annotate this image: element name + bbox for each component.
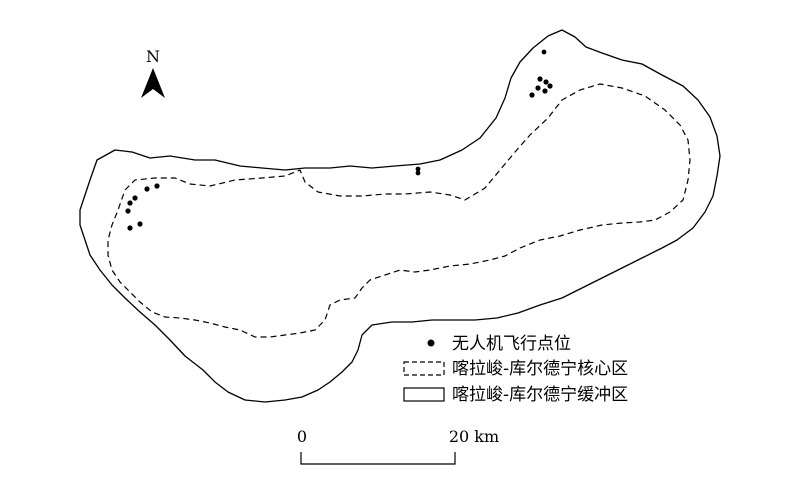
north-label: N [146, 47, 160, 66]
legend: 无人机飞行点位 喀拉峻-库尔德宁核心区 喀拉峻-库尔德宁缓冲区 [403, 334, 628, 405]
uav-point [125, 208, 131, 214]
dashed-rect-icon [403, 361, 445, 376]
uav-point [541, 49, 547, 55]
scale-start-label: 0 [297, 427, 307, 446]
core-zone-boundary [107, 83, 691, 338]
solid-rect-icon [403, 387, 445, 402]
uav-point [535, 85, 541, 91]
uav-points-center [415, 166, 421, 176]
legend-label-uav-points: 无人机飞行点位 [452, 334, 571, 354]
uav-point [127, 225, 133, 231]
dot-icon [427, 339, 435, 347]
north-arrow: N [141, 47, 165, 98]
uav-point [543, 79, 549, 85]
uav-point [144, 186, 150, 192]
uav-point [415, 166, 421, 172]
uav-point [547, 83, 553, 89]
buffer-zone-boundary [79, 29, 721, 403]
uav-point [529, 92, 535, 98]
legend-label-buffer-zone: 喀拉峻-库尔德宁缓冲区 [452, 385, 628, 405]
uav-point [137, 221, 143, 227]
scale-end-label: 20 km [449, 427, 499, 446]
uav-point [132, 195, 138, 201]
scale-bar-line [300, 452, 456, 465]
scale-bar: 0 20 km [297, 427, 499, 465]
uav-point [127, 200, 133, 206]
uav-point [154, 183, 160, 189]
uav-point [537, 76, 543, 82]
uav-point [415, 170, 421, 176]
uav-points-west [125, 183, 160, 231]
uav-point [542, 88, 548, 94]
legend-label-core-zone: 喀拉峻-库尔德宁核心区 [452, 359, 628, 379]
uav-points-east [529, 49, 553, 98]
north-arrow-icon [141, 68, 165, 98]
